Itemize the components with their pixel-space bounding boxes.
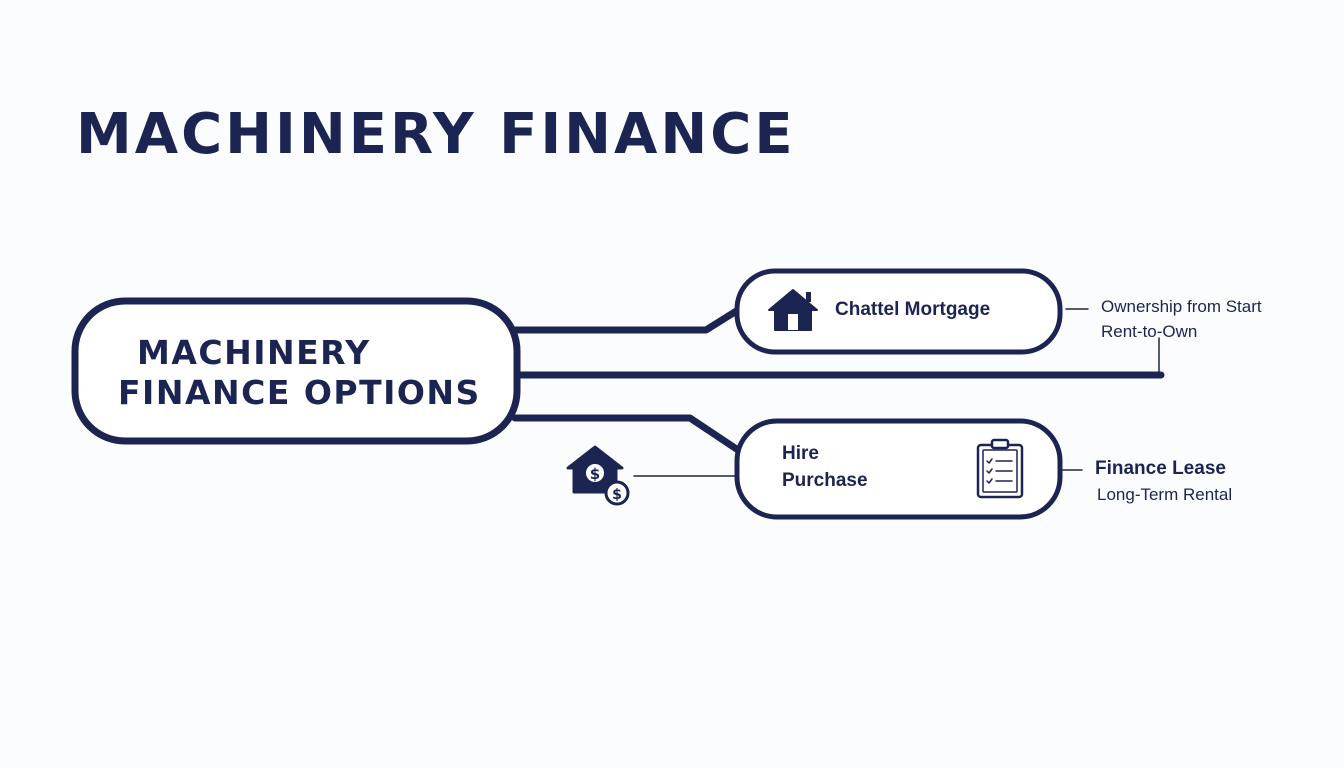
hub-node xyxy=(71,297,521,445)
page-title: MACHINERY FINANCE xyxy=(76,102,796,167)
connector-chattel xyxy=(511,306,742,334)
hire-purchase-label-line2: Purchase xyxy=(782,470,868,491)
svg-text:$: $ xyxy=(612,487,622,503)
chattel-mortgage-label: Chattel Mortgage xyxy=(835,299,990,320)
svg-text:$: $ xyxy=(590,465,600,483)
chattel-mortgage-node xyxy=(734,268,1063,355)
hub-label-line2: FINANCE OPTIONS xyxy=(118,373,481,412)
finance-lease-label: Finance Lease xyxy=(1095,458,1226,479)
connector-hire-purchase xyxy=(511,414,742,454)
long-term-rental-label: Long-Term Rental xyxy=(1097,485,1232,504)
hire-purchase-label-line1: Hire xyxy=(782,443,819,464)
hub-label-line1: MACHINERY xyxy=(137,333,371,372)
house-icon xyxy=(768,289,818,331)
note-ownership-from-start: Ownership from Start xyxy=(1101,297,1262,316)
house-dollar-icon: $ $ xyxy=(566,445,630,506)
clipboard-checklist-icon xyxy=(976,438,1024,499)
note-rent-to-own: Rent-to-Own xyxy=(1101,322,1197,341)
